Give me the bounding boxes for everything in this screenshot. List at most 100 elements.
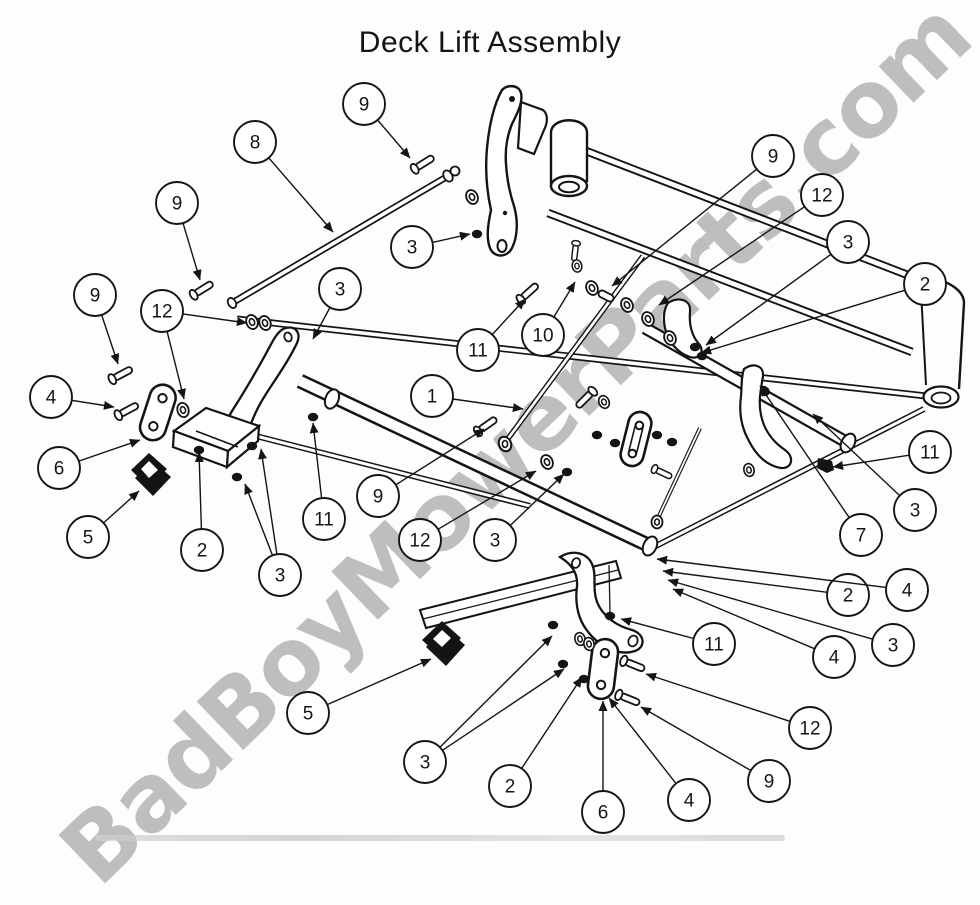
part-balloon-4	[29, 375, 73, 419]
leader-line	[509, 473, 565, 527]
leader-line	[312, 307, 331, 340]
leader-line	[640, 706, 752, 772]
balloon-number: 4	[684, 791, 695, 812]
part-balloon-2	[903, 262, 947, 306]
leader-line	[244, 483, 274, 556]
balloon-number: 4	[902, 581, 913, 602]
part-balloon-11	[692, 622, 736, 666]
part-balloon-3	[258, 553, 302, 597]
balloon-number: 3	[407, 238, 418, 259]
part-balloon-3	[390, 225, 434, 269]
part-balloon-2	[180, 528, 224, 572]
balloon-number: 2	[197, 541, 208, 562]
lift-rod	[226, 165, 461, 309]
leader-line	[71, 399, 115, 410]
balloon-number: 4	[829, 648, 840, 669]
leader-line	[700, 289, 906, 355]
balloon-number: 3	[910, 501, 921, 522]
exploded-view-drawing: 9899123391232101114652311912311372434111…	[29, 82, 966, 834]
balloon-number: 10	[532, 326, 553, 347]
leader-line	[432, 231, 471, 244]
balloon-number: 2	[505, 777, 516, 798]
part-balloon-12	[800, 173, 844, 217]
balloon-number: 3	[888, 636, 899, 657]
part-balloon-12	[140, 289, 184, 333]
balloon-number: 5	[83, 528, 94, 549]
page-title: Deck Lift Assembly	[358, 26, 622, 59]
part-balloon-10	[521, 313, 565, 357]
part-balloon-9	[751, 134, 795, 178]
part-balloon-6	[581, 790, 625, 834]
part-balloon-3	[318, 267, 362, 311]
balloon-number: 3	[275, 566, 286, 587]
balloon-number: 3	[490, 531, 501, 552]
balloon-number: 12	[409, 531, 430, 552]
balloon-number: 4	[46, 388, 57, 409]
leader-line	[437, 470, 537, 530]
mount-brackets	[131, 453, 834, 666]
leader-line	[759, 385, 850, 518]
part-balloon-9	[342, 82, 386, 126]
leader-line	[166, 331, 186, 400]
part-balloon-2	[488, 764, 532, 808]
part-balloon-6	[37, 446, 81, 490]
frame-rails	[236, 147, 933, 630]
balloon-number: 9	[764, 772, 775, 793]
balloon-number: 12	[799, 719, 820, 740]
leader-line	[553, 281, 576, 318]
part-balloon-9	[73, 273, 117, 317]
balloon-number: 1	[427, 387, 438, 408]
part-balloon-9	[356, 474, 400, 518]
leader-line	[268, 157, 334, 233]
leader-line	[182, 313, 248, 327]
part-balloon-5	[286, 691, 330, 735]
leader-line	[100, 314, 120, 365]
balloon-number: 11	[920, 443, 940, 464]
leader-line	[667, 578, 873, 640]
leader-line	[103, 490, 140, 524]
part-balloon-11	[456, 328, 500, 372]
part-balloon-9	[155, 181, 199, 225]
part-balloon-3	[893, 488, 937, 532]
part-balloon-3	[473, 518, 517, 562]
balloon-number: 6	[598, 803, 609, 824]
balloon-number: 11	[314, 510, 334, 531]
parts-diagram-page: { "page": { "title": "Deck Lift Assembly…	[29, 0, 980, 905]
part-balloon-3	[871, 623, 915, 667]
part-balloon-3	[826, 220, 870, 264]
part-balloon-9	[747, 759, 791, 803]
leader-line	[645, 672, 791, 723]
part-balloon-11	[908, 430, 952, 474]
leader-line	[662, 567, 828, 593]
part-balloon-8	[233, 120, 277, 164]
balloon-number: 9	[768, 147, 779, 168]
part-balloon-11	[302, 497, 346, 541]
leader-line	[672, 588, 815, 650]
leader-line	[442, 668, 565, 751]
balloon-number: 9	[90, 286, 101, 307]
hardware-fasteners	[105, 151, 757, 710]
part-balloon-1	[410, 374, 454, 418]
leader-line	[326, 658, 432, 706]
balloon-number: 11	[704, 635, 724, 656]
angle-clip	[817, 458, 834, 473]
part-balloon-12	[788, 706, 832, 750]
balloon-number: 6	[54, 459, 65, 480]
part-balloon-4	[667, 778, 711, 822]
balloon-number: 9	[373, 487, 384, 508]
leader-line	[439, 635, 553, 748]
leader-line	[656, 555, 887, 589]
leader-line	[611, 168, 758, 287]
balloon-number: 7	[856, 526, 867, 547]
leader-line	[377, 119, 411, 159]
bell-crank	[485, 85, 548, 257]
balloon-number: 5	[303, 704, 314, 725]
leader-line	[812, 413, 901, 497]
balloon-number: 3	[843, 233, 854, 254]
leader-line	[521, 676, 583, 769]
leader-line	[620, 617, 694, 640]
scan-artifact-band	[95, 835, 785, 841]
balloon-number: 12	[151, 302, 172, 323]
leader-line	[258, 448, 278, 555]
